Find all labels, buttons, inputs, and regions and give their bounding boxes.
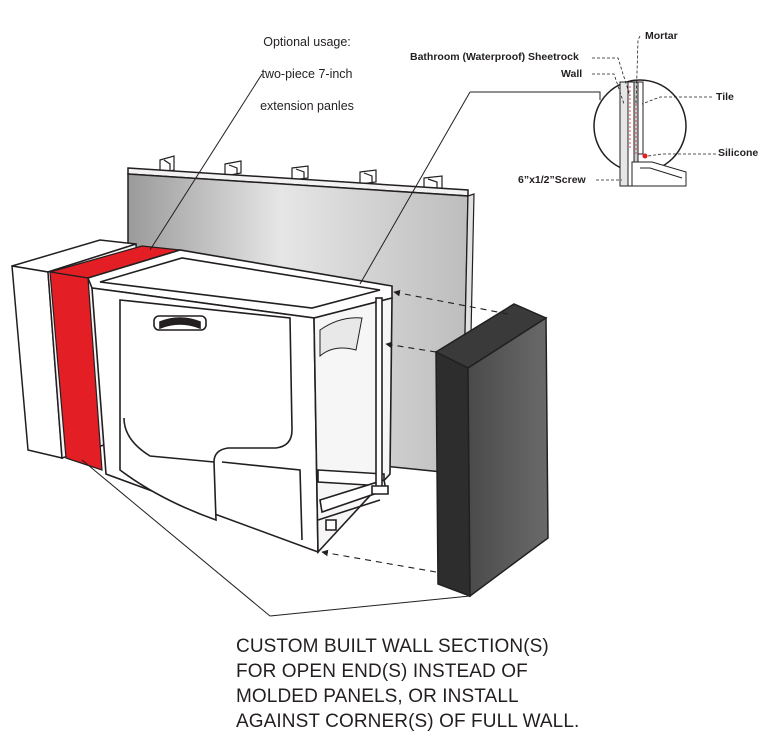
- caption-line-2: FOR OPEN END(S) INSTEAD OF: [236, 661, 528, 682]
- label-sheetrock: Bathroom (Waterproof) Sheetrock: [410, 51, 579, 63]
- detail-tub-lip: [631, 161, 687, 187]
- callout-line-3: extension panles: [260, 99, 354, 113]
- arrow-lower: [321, 549, 437, 573]
- caption-leader-1: [81, 459, 271, 617]
- label-wall: Wall: [561, 68, 583, 80]
- tub-door: [119, 299, 293, 522]
- callout-line-2: two-piece 7-inch: [261, 67, 353, 81]
- placement-arrows: [321, 289, 509, 573]
- caption-line-3: MOLDED PANELS, OR INSTALL: [236, 686, 519, 707]
- detail-leader-2: [359, 91, 471, 285]
- detail-wall: [619, 81, 629, 187]
- label-silicone: Silicone: [718, 147, 759, 159]
- door-handle-icon: [153, 315, 207, 331]
- callout-line-1: Optional usage:: [263, 35, 351, 49]
- detail-leader: [470, 91, 601, 100]
- wall-brackets: [159, 155, 443, 191]
- arrow-middle: [385, 341, 437, 353]
- label-tile: Tile: [716, 91, 734, 103]
- tub-frame: [317, 297, 389, 531]
- label-mortar: Mortar: [645, 30, 678, 42]
- label-screw: 6”x1/2”Screw: [518, 174, 586, 186]
- bracket-3: [291, 165, 309, 181]
- arrow-upper: [393, 289, 509, 315]
- extension-leader: [149, 73, 263, 251]
- caption-leader-2: [269, 595, 471, 617]
- caption-line-4: AGAINST CORNER(S) OF FULL WALL.: [236, 711, 580, 732]
- leader-lines: [81, 73, 601, 617]
- extension-panel-callout: Optional usage: two-piece 7-inch extensi…: [242, 18, 372, 130]
- detail-tile: [637, 81, 644, 155]
- installation-caption: CUSTOM BUILT WALL SECTION(S) FOR OPEN EN…: [236, 634, 756, 734]
- wall-section-detail: [592, 35, 716, 187]
- grey-end-panel: [434, 303, 549, 598]
- detail-silicone: [642, 153, 648, 159]
- bracket-2: [224, 160, 242, 177]
- caption-line-1: CUSTOM BUILT WALL SECTION(S): [236, 636, 549, 657]
- bracket-4: [359, 169, 377, 185]
- walk-in-tub: [86, 249, 393, 555]
